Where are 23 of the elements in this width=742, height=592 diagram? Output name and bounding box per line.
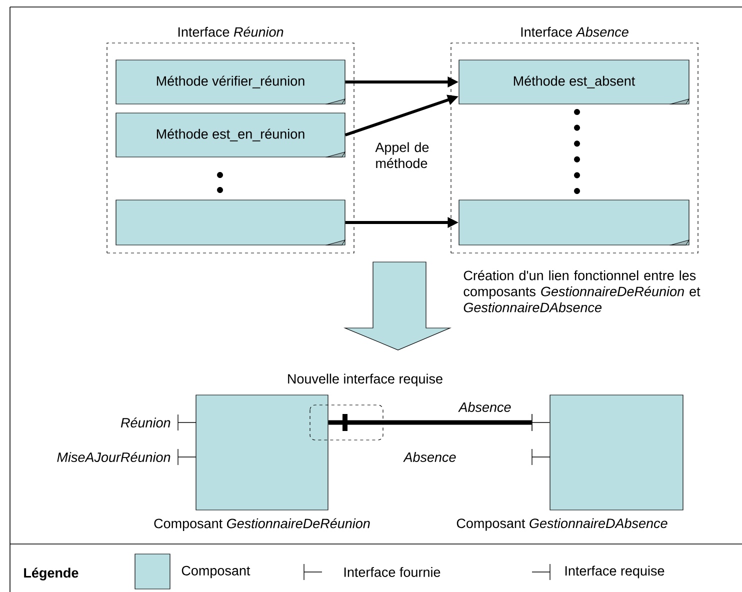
method-box: Méthode est_absent bbox=[458, 60, 690, 104]
legend-title: Légende bbox=[24, 568, 78, 580]
component-box bbox=[550, 394, 684, 510]
node-label: Interface Réunion bbox=[178, 26, 284, 37]
legend-label: Interface fournie bbox=[344, 567, 440, 577]
method-box bbox=[116, 200, 346, 246]
edge-label: Absence bbox=[458, 402, 511, 412]
node-label: Interface Absence bbox=[521, 26, 628, 37]
method-box: Méthode vérifier_réunion bbox=[116, 60, 346, 104]
required-interface-link bbox=[328, 420, 550, 425]
component-box bbox=[196, 394, 328, 510]
method-box: Méthode est_en_réunion bbox=[116, 112, 346, 158]
edge-caption: Appel de méthode bbox=[375, 142, 429, 168]
component-caption: Composant GestionnaireDeRéunion bbox=[154, 518, 370, 531]
interface-label: MiseAJourRéunion bbox=[57, 452, 170, 462]
note-text: Création d'un lien fonctionnel entre les composants GestionnaireDeRéunion et GestionnaireDAbsence bbox=[464, 270, 700, 312]
legend-label: Composant bbox=[182, 566, 250, 578]
interface-label: Réunion bbox=[120, 417, 170, 428]
method-box bbox=[458, 200, 690, 246]
interface-label: Absence bbox=[403, 452, 456, 462]
legend-label: Interface requise bbox=[565, 566, 664, 578]
highlight-label: Nouvelle interface requise bbox=[288, 374, 442, 386]
component-caption: Composant GestionnaireDAbsence bbox=[456, 518, 668, 531]
